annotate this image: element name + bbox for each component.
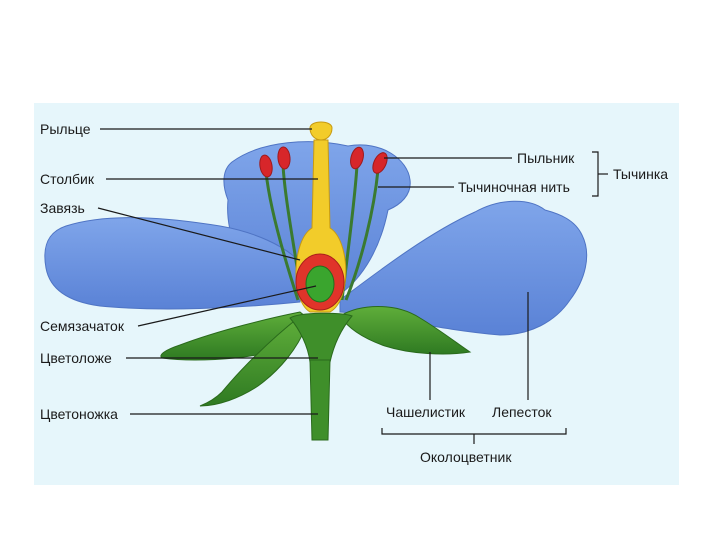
ovule-shape xyxy=(305,265,335,303)
label-anther: Пыльник xyxy=(517,150,575,166)
right-sepal xyxy=(339,306,472,355)
leader-lines xyxy=(97,128,608,444)
stamen-bracket xyxy=(592,151,599,197)
label-ovary: Завязь xyxy=(40,200,85,216)
filament-1 xyxy=(264,171,300,301)
label-filament: Тычиночная нить xyxy=(458,179,570,195)
label-pedicel: Цветоножка xyxy=(40,406,118,422)
label-stigma: Рыльце xyxy=(40,121,91,137)
stigma-tip xyxy=(309,121,333,141)
label-style: Столбик xyxy=(40,171,95,187)
anther-2 xyxy=(277,146,291,170)
ovule-line xyxy=(137,285,317,327)
label-sepal: Чашелистик xyxy=(386,404,466,420)
pistil xyxy=(295,121,347,313)
ovary-line xyxy=(97,207,301,261)
label-petal: Лепесток xyxy=(492,404,552,420)
right-petal xyxy=(339,200,588,336)
lower-left-sepal xyxy=(199,317,307,407)
label-ovule: Семязачаток xyxy=(40,318,125,334)
label-perianth: Околоцветник xyxy=(420,449,512,465)
pedicel-stem xyxy=(309,359,331,441)
filament-4 xyxy=(344,169,380,301)
perianth-bracket xyxy=(381,428,567,435)
label-stamen: Тычинка xyxy=(613,166,668,182)
anthers xyxy=(259,146,388,178)
left-petal xyxy=(44,217,301,310)
receptacle-shape xyxy=(289,312,353,363)
anther-3 xyxy=(350,146,364,170)
anther-4 xyxy=(372,152,388,174)
labels: Рыльце Столбик Завязь Семязачаток Цветол… xyxy=(40,121,668,465)
anther-1 xyxy=(259,154,273,178)
label-receptacle: Цветоложе xyxy=(40,350,112,366)
